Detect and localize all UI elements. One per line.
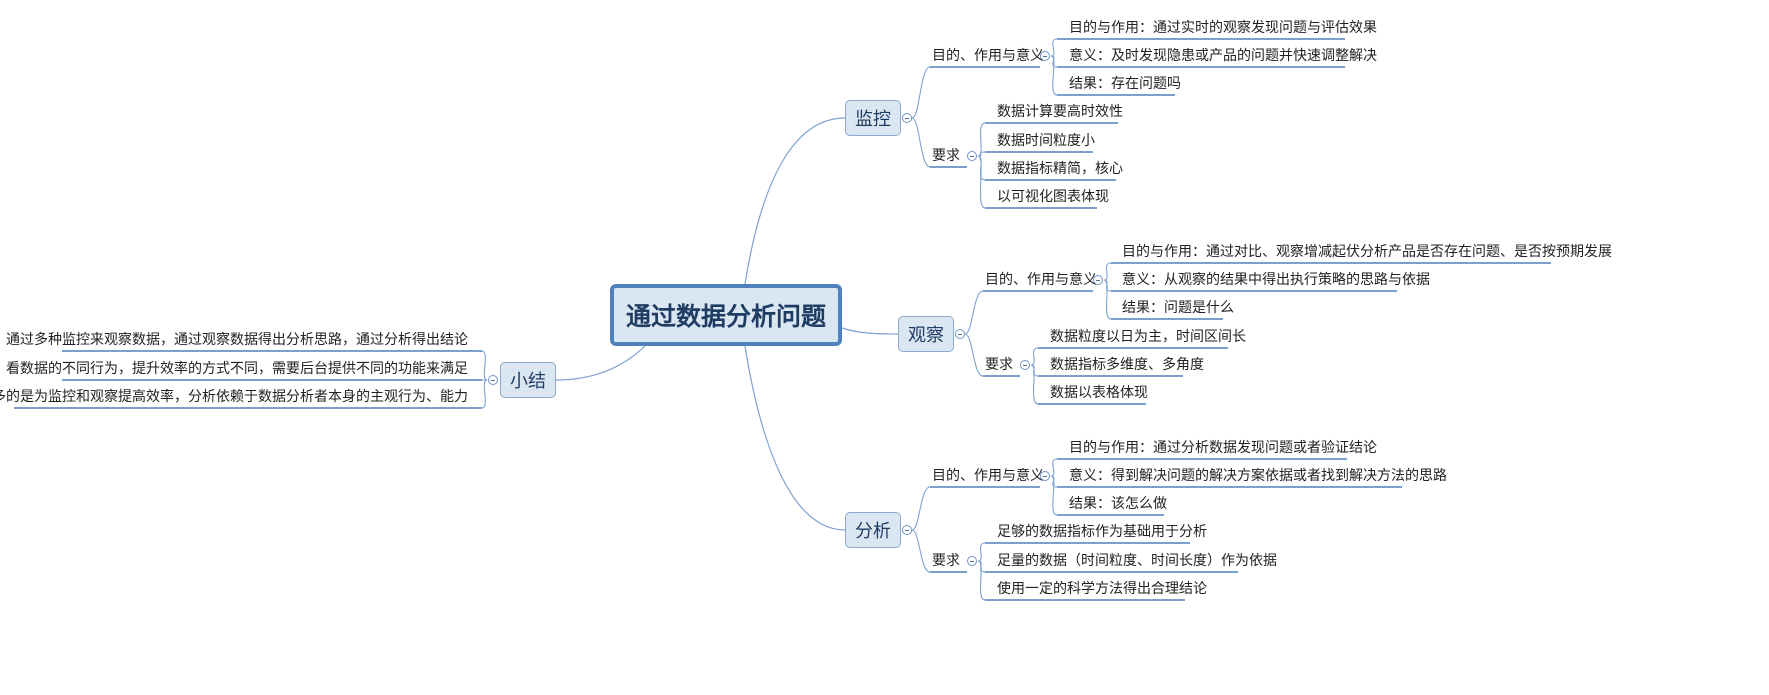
leaf-item[interactable]: 数据以表格体现 — [1050, 385, 1148, 401]
edge-branch-sub — [911, 529, 931, 573]
edge-sub-leaf — [1030, 364, 1039, 405]
edge-sub-leaf — [1103, 279, 1112, 320]
leaf-item[interactable]: 后台更多的是为监控和观察提高效率，分析依赖于数据分析者本身的主观行为、能力 — [0, 389, 468, 405]
edge-branch-sub — [964, 333, 984, 377]
collapse-toggle-icon[interactable] — [488, 375, 498, 385]
collapse-toggle-icon[interactable] — [967, 151, 977, 161]
edge-sub-leaf — [977, 155, 986, 209]
edge-sub-leaf — [1103, 262, 1112, 281]
leaf-item[interactable]: 数据指标精简，核心 — [997, 161, 1123, 177]
leaf-item[interactable]: 足够的数据指标作为基础用于分析 — [997, 524, 1207, 540]
collapse-toggle-icon[interactable] — [967, 556, 977, 566]
edge-root-fenxi — [744, 345, 846, 531]
edge-sub-leaf — [977, 122, 986, 157]
subtopic-goal[interactable]: 目的、作用与意义 — [985, 272, 1097, 288]
edge-sub-leaf — [1050, 458, 1058, 477]
edge-root-guancha — [841, 327, 899, 335]
leaf-item[interactable]: 足量的数据（时间粒度、时间长度）作为依据 — [997, 553, 1277, 569]
edge-sub-leaf — [977, 542, 986, 562]
leaf-item[interactable]: 意义：从观察的结果中得出执行策略的思路与依据 — [1122, 272, 1430, 288]
edge-branch-sub — [911, 66, 931, 119]
collapse-toggle-icon[interactable] — [1020, 360, 1030, 370]
root-topic[interactable]: 通过数据分析问题 — [610, 284, 842, 346]
leaf-item[interactable]: 使用一定的科学方法得出合理结论 — [997, 581, 1207, 597]
leaf-item[interactable]: 目的与作用：通过对比、观察增减起伏分析产品是否存在问题、是否按预期发展 — [1122, 244, 1612, 260]
branch-fenxi[interactable]: 分析 — [845, 512, 901, 548]
leaf-item[interactable]: 数据计算要高时效性 — [997, 104, 1123, 120]
branch-guancha[interactable]: 观察 — [898, 316, 954, 352]
leaf-item[interactable]: 意义：得到解决问题的解决方案依据或者找到解决方法的思路 — [1069, 468, 1447, 484]
edge-branch-sub — [911, 486, 931, 531]
collapse-toggle-icon[interactable] — [902, 113, 912, 123]
leaf-item[interactable]: 目的与作用：通过实时的观察发现问题与评估效果 — [1069, 20, 1377, 36]
leaf-item[interactable]: 通过多种监控来观察数据，通过观察数据得出分析思路，通过分析得出结论 — [6, 332, 468, 348]
leaf-item[interactable]: 意义：及时发现隐患或产品的问题并快速调整解决 — [1069, 48, 1377, 64]
edge-root-xiaojie — [555, 345, 646, 381]
edge-branch-sub — [911, 117, 931, 168]
leaf-item[interactable]: 结果：存在问题吗 — [1069, 76, 1181, 92]
edge-sub-leaf — [1030, 347, 1039, 366]
leaf-item[interactable]: 以可视化图表体现 — [997, 189, 1109, 205]
edge-branch-sub — [964, 290, 984, 335]
edge-root-jiankong — [744, 117, 846, 285]
edge-sub-leaf — [481, 379, 488, 409]
leaf-item[interactable]: 结果：该怎么做 — [1069, 496, 1167, 512]
branch-jiankong[interactable]: 监控 — [845, 100, 901, 136]
branch-xiaojie[interactable]: 小结 — [500, 362, 556, 398]
collapse-toggle-icon[interactable] — [1093, 275, 1103, 285]
leaf-item[interactable]: 目的与作用：通过分析数据发现问题或者验证结论 — [1069, 440, 1377, 456]
edge-sub-leaf — [1050, 38, 1058, 57]
subtopic-goal[interactable]: 目的、作用与意义 — [932, 468, 1044, 484]
edge-sub-leaf — [977, 560, 986, 601]
collapse-toggle-icon[interactable] — [1040, 51, 1050, 61]
edge-sub-leaf — [1050, 475, 1058, 516]
leaf-item[interactable]: 数据指标多维度、多角度 — [1050, 357, 1204, 373]
collapse-toggle-icon[interactable] — [902, 525, 912, 535]
leaf-item[interactable]: 数据粒度以日为主，时间区间长 — [1050, 329, 1246, 345]
subtopic-requirements[interactable]: 要求 — [932, 553, 960, 569]
edge-sub-leaf — [481, 350, 488, 381]
leaf-item[interactable]: 数据时间粒度小 — [997, 133, 1095, 149]
leaf-item[interactable]: 结果：问题是什么 — [1122, 300, 1234, 316]
collapse-toggle-icon[interactable] — [955, 329, 965, 339]
subtopic-requirements[interactable]: 要求 — [932, 148, 960, 164]
collapse-toggle-icon[interactable] — [1040, 471, 1050, 481]
leaf-item[interactable]: 看数据的不同行为，提升效率的方式不同，需要后台提供不同的功能来满足 — [6, 361, 468, 377]
edge-sub-leaf — [1050, 55, 1058, 96]
subtopic-goal[interactable]: 目的、作用与意义 — [932, 48, 1044, 64]
subtopic-requirements[interactable]: 要求 — [985, 357, 1013, 373]
